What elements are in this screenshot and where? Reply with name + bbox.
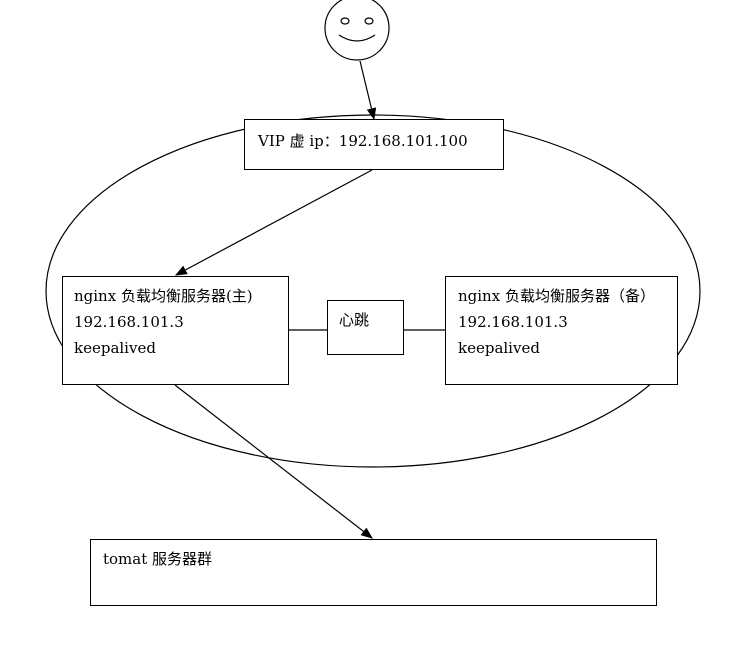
user-smiley-icon [324,0,390,61]
heartbeat-label: 心跳 [339,311,370,329]
arrow-master-to-tomcat [174,384,373,539]
arrow-vip-to-master [174,169,373,276]
arrow-user-to-vip [359,60,377,121]
master-title: nginx 负载均衡服务器(主) [74,287,253,305]
tomcat-label: tomat 服务器群 [103,550,213,568]
nginx-backup-box: nginx 负载均衡服务器（备） 192.168.101.3 keepalive… [445,276,678,385]
backup-software: keepalived [458,339,540,357]
vip-label: VIP 虚 ip：192.168.101.100 [258,132,468,150]
master-software: keepalived [74,339,156,357]
master-ip: 192.168.101.3 [74,313,184,331]
vip-box: VIP 虚 ip：192.168.101.100 [244,119,504,170]
tomcat-cluster-box: tomat 服务器群 [90,539,657,606]
nginx-master-box: nginx 负载均衡服务器(主) 192.168.101.3 keepalive… [62,276,289,385]
heartbeat-box: 心跳 [327,300,404,355]
backup-ip: 192.168.101.3 [458,313,568,331]
backup-title: nginx 负载均衡服务器（备） [458,287,655,305]
